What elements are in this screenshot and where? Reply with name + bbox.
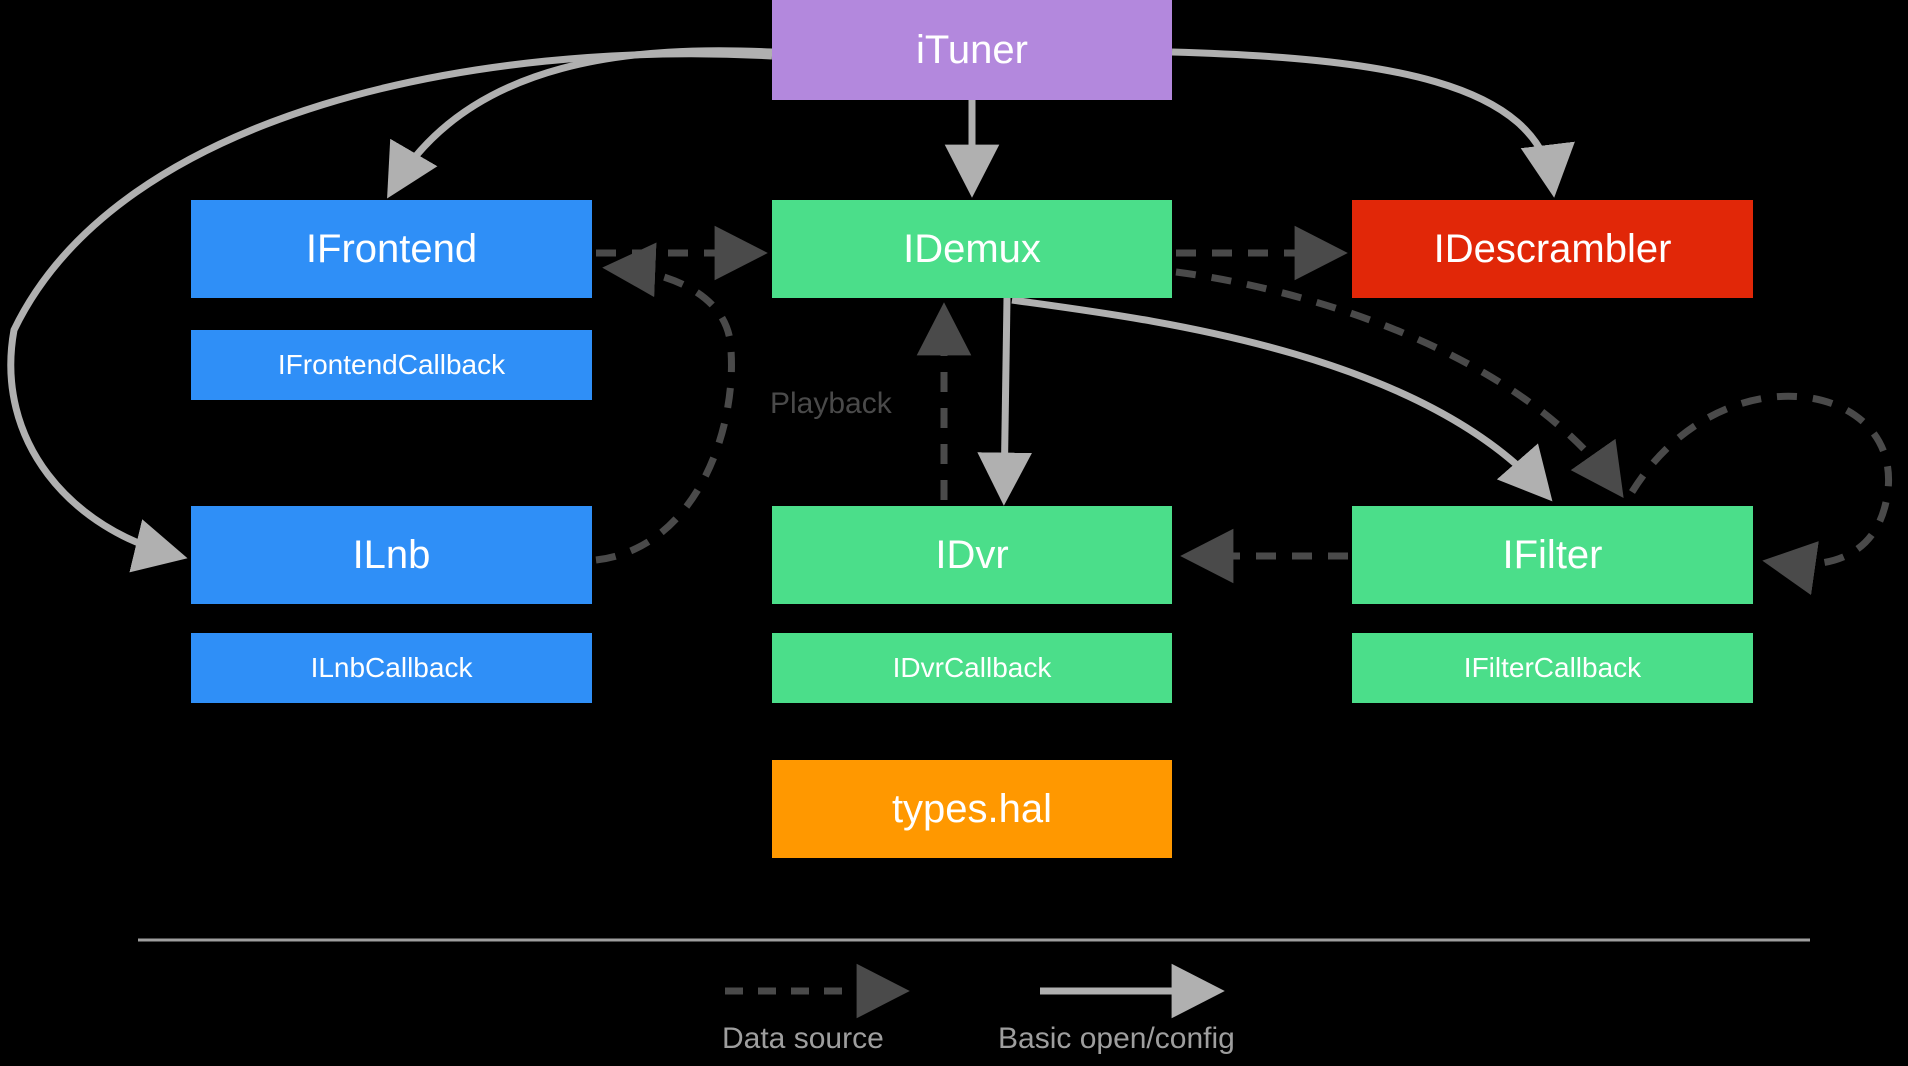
edge-ituner-to-idescrambler — [1171, 48, 1575, 198]
node-ituner[interactable]: iTuner — [772, 0, 1172, 100]
node-ifilter[interactable]: IFilter — [1352, 506, 1753, 604]
edge-label-playback: Playback — [770, 387, 892, 420]
node-idvr[interactable]: IDvr — [772, 506, 1172, 604]
node-ifrontendcallback[interactable]: IFrontendCallback — [191, 330, 592, 400]
edge-ilnb-to-ifrontend — [595, 242, 735, 564]
legend-label-basic-open-config: Basic open/config — [998, 1022, 1235, 1055]
legend-label-data-source: Data source — [722, 1022, 884, 1055]
node-idvrcallback[interactable]: IDvrCallback — [772, 633, 1172, 703]
edge-ituner-to-ifrontend — [387, 47, 773, 199]
edge-idemux-to-idvr — [977, 297, 1032, 506]
node-ilnbcallback[interactable]: ILnbCallback — [191, 633, 592, 703]
node-ifrontend[interactable]: IFrontend — [191, 200, 592, 298]
node-idemux[interactable]: IDemux — [772, 200, 1172, 298]
node-idescrambler[interactable]: IDescrambler — [1352, 200, 1753, 298]
edge-idemux-to-ifilter — [1011, 296, 1553, 502]
edge-idemux-to-ifilter-data — [1175, 268, 1624, 499]
edge-ituner-to-ilnb — [7, 50, 773, 573]
node-ilnb[interactable]: ILnb — [191, 506, 592, 604]
node-ifiltercallback[interactable]: IFilterCallback — [1352, 633, 1753, 703]
node-typeshal[interactable]: types.hal — [772, 760, 1172, 858]
